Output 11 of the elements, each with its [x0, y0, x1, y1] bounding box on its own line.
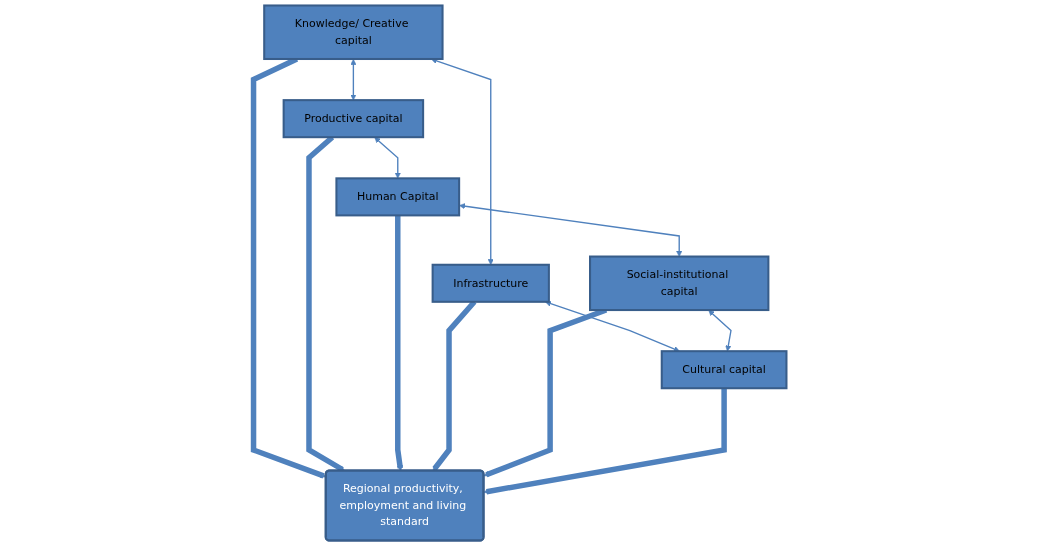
- arrow: [374, 137, 401, 179]
- node-box: Knowledge/ Creative capital: [263, 4, 444, 60]
- node-box: Infrastructure: [431, 263, 550, 303]
- node-box: Productive capital: [282, 99, 425, 139]
- arrow: [545, 300, 680, 352]
- arrow: [350, 59, 357, 101]
- node-box: Human Capital: [335, 177, 461, 217]
- arrow: [459, 203, 683, 257]
- arrow: [483, 388, 727, 495]
- node-box: Cultural capital: [660, 350, 788, 390]
- node-box: Social-institutional capital: [589, 255, 770, 312]
